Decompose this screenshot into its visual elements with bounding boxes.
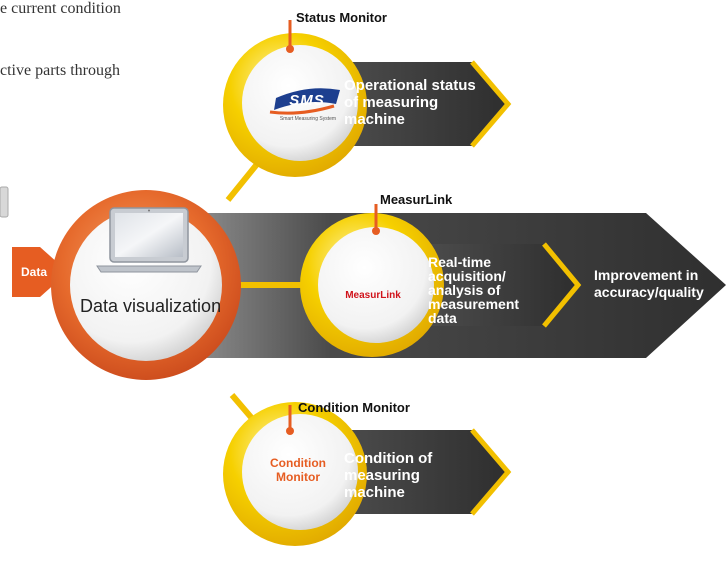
hub-label: Data visualization: [80, 296, 222, 316]
measurlink-logo-text: MeasurLink: [345, 290, 401, 301]
outcome-label: Improvement in accuracy/quality: [594, 267, 704, 300]
intro-line-1: e current condition: [0, 0, 121, 17]
condition-logo-text: Condition Monitor: [270, 456, 326, 484]
condition-description: Condition of measuring machine: [344, 450, 433, 501]
status-chevron: [470, 60, 512, 148]
measurlink-disc: [318, 227, 434, 343]
sms-logo-text: SMS: [289, 92, 325, 109]
data-arrow-label: Data: [20, 265, 47, 279]
status-monitor-label: Status Monitor: [296, 10, 387, 25]
measurlink-description: Real-time acquisition/ analysis of measu…: [428, 254, 520, 326]
laptop-icon: [96, 207, 202, 273]
sms-logo-subtext: Smart Measuring System: [279, 116, 337, 122]
status-description: Operational status of measuring machine: [344, 77, 476, 128]
condition-monitor-label: Condition Monitor: [298, 400, 410, 415]
measurlink-label: MeasurLink: [380, 192, 453, 207]
condition-chevron: [470, 428, 512, 516]
measurlink-chevron: [542, 242, 582, 328]
intro-line-2: ctive parts through: [0, 62, 120, 79]
sms-logo: [269, 88, 340, 115]
condition-disc: [242, 414, 358, 530]
device-fragment: [0, 186, 9, 218]
